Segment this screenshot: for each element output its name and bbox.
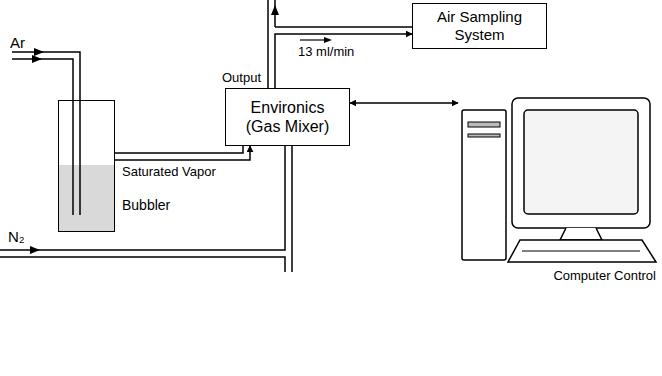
node-label: Environics (Gas Mixer)	[232, 98, 344, 136]
port-label: Output	[222, 71, 261, 86]
n2-pipe	[0, 257, 285, 272]
edge-label: 13 ml/min	[298, 45, 354, 60]
computer-illustration	[462, 98, 656, 262]
sampling-box: Air Sampling System	[412, 3, 547, 49]
ar-pipe	[12, 59, 73, 215]
n2-pipe	[291, 146, 293, 272]
flow-connector	[275, 34, 412, 88]
node-label: Air Sampling System	[420, 8, 540, 44]
drive-slot	[468, 122, 500, 127]
gas-mixer-box: Environics (Gas Mixer)	[225, 88, 350, 146]
flow-arrow	[32, 55, 42, 63]
keyboard	[508, 240, 656, 262]
computer-tower	[462, 110, 506, 260]
ar-pipe	[12, 52, 80, 215]
gas-label: Ar	[10, 34, 25, 51]
flow-arrow	[324, 37, 332, 43]
n2-pipe	[0, 146, 285, 250]
monitor-stand	[560, 228, 602, 240]
gas-label: N₂	[8, 228, 25, 245]
flow-arrow	[271, 5, 279, 15]
node-label: Computer Control	[553, 268, 656, 284]
flow-arrow	[30, 246, 40, 254]
sampling-pipe	[275, 26, 412, 28]
flow-connector	[350, 102, 458, 104]
output-pipe	[267, 0, 269, 88]
flow-arrow	[34, 48, 44, 56]
monitor	[512, 98, 650, 228]
flow-connector	[115, 146, 250, 160]
node-label: Bubbler	[122, 197, 170, 214]
monitor-screen	[524, 110, 638, 214]
bubbler-liquid	[59, 165, 114, 231]
keyboard-keys	[522, 251, 640, 252]
bubbler-vessel: Bubbler	[58, 100, 115, 232]
edge-label: Saturated Vapor	[122, 165, 216, 180]
drive-slot	[468, 134, 500, 137]
vapor-pipe	[115, 146, 243, 153]
flow-arrow	[300, 39, 326, 40]
computer-node: Computer Control	[458, 96, 658, 288]
